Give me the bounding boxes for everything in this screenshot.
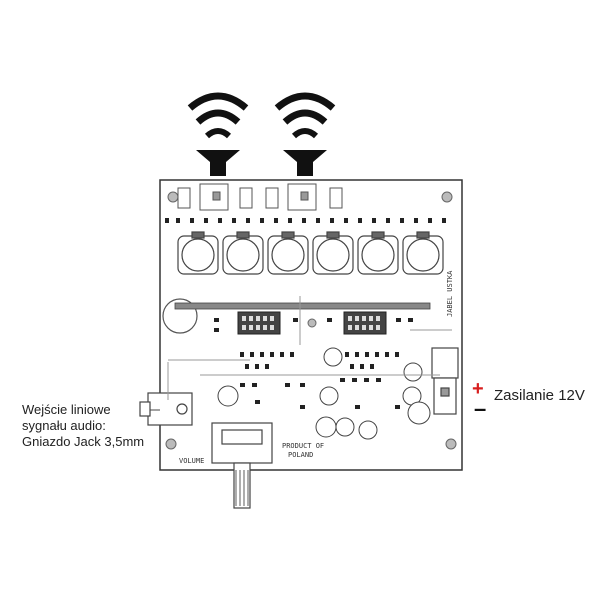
plus-sign: + [472, 378, 484, 400]
volume-potentiometer [211, 422, 273, 509]
audio-input-label-line3: Gniazdo Jack 3,5mm [22, 434, 145, 449]
power-supply-label: Zasilanie 12V [494, 387, 585, 404]
smd-components [214, 318, 413, 409]
pcb-traces [167, 296, 452, 400]
minus-sign: – [474, 396, 487, 421]
speaker-right-icon [274, 92, 336, 176]
audio-input-label-line1: Wejście liniowe [22, 402, 111, 417]
amplifier-ic-left [237, 311, 281, 335]
heatsink-bar [174, 302, 431, 310]
amplifier-ic-right [343, 311, 387, 335]
mounting-holes [165, 191, 457, 450]
pcb-poland-text: POLAND [288, 451, 313, 459]
smd-row-top [165, 218, 446, 223]
pcb-volume-text: VOLUME [179, 457, 204, 465]
inductor-row [177, 231, 444, 275]
audio-input-label: Wejście liniowe sygnału audio: Gniazdo J… [22, 402, 144, 450]
speaker-left-icon [187, 92, 249, 176]
capacitors-small [217, 347, 431, 440]
power-connector [431, 347, 459, 415]
audio-input-label-line2: sygnału audio: [22, 418, 106, 433]
pcb-product-of-text: PRODUCT OF [282, 442, 324, 450]
audio-jack-socket [139, 392, 193, 426]
speaker-terminals [177, 183, 343, 211]
pcb-vertical-text: JABEL USTKA [446, 270, 454, 317]
